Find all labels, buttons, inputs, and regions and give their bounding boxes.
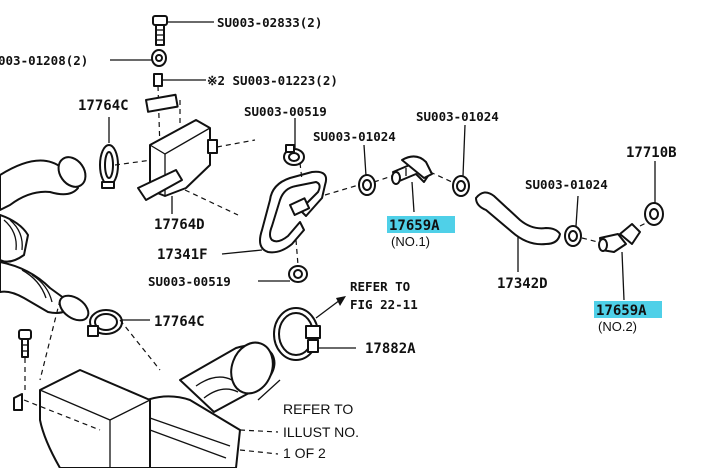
label-clamp-c: SU003-01024 [525, 177, 608, 192]
bracket-clamp-part [99, 144, 119, 189]
clamp-c-part [564, 225, 582, 247]
small-bolt-part [18, 329, 32, 358]
label-pcv-no2: 17659A [596, 303, 647, 319]
clip-upper-part [283, 144, 305, 166]
hose-17341f-part [259, 170, 328, 254]
label-pcv-no1: 17659A [389, 218, 440, 234]
insert-part [153, 73, 163, 87]
label-refer-fig-1: REFER TO [350, 279, 410, 294]
label-refer-illust-2: ILLUST NO. [283, 424, 359, 440]
clamp-b-part [452, 175, 470, 197]
label-refer-illust-3: 1 OF 2 [283, 445, 326, 461]
clamp-lower-part [87, 309, 123, 337]
label-bracket-clamp: 17764C [78, 98, 129, 114]
bolt-stack [110, 15, 214, 151]
label-bolt-top: SU003-02833(2) [217, 15, 322, 30]
label-valve: 17764D [154, 217, 205, 233]
grommet-part [151, 49, 167, 67]
highlight-pcv-no2 [594, 301, 662, 318]
label-clamp-b: SU003-01024 [416, 109, 499, 124]
label-refer-fig-2: FIG 22-11 [350, 297, 418, 312]
highlight-pcv-no1 [387, 216, 455, 233]
label-hose-1: 17341F [157, 247, 208, 263]
label-clip-lower: SU003-00519 [148, 274, 231, 289]
label-grommet: 003-01208(2) [0, 53, 88, 68]
hose-17342d-part [475, 191, 561, 246]
bolt-part [152, 15, 168, 46]
label-pcv-no1-sub: (NO.1) [391, 234, 430, 249]
clamp-a-part [358, 174, 376, 196]
pcv-valve-1-part [391, 155, 433, 185]
label-clip-upper: SU003-00519 [244, 104, 327, 119]
large-clamp-part [273, 307, 321, 361]
label-clamp-lower: 17764C [154, 314, 205, 330]
label-refer-illust-1: REFER TO [283, 401, 353, 417]
label-clamp-large: 17882A [365, 341, 416, 357]
label-cap: 17710B [626, 145, 677, 161]
valve-part [137, 93, 218, 201]
label-insert: ※2 SU003-01223(2) [207, 73, 338, 88]
clip-lower-part [288, 265, 308, 283]
label-hose-2: 17342D [497, 276, 548, 292]
cap-part [644, 202, 664, 226]
label-clamp-a: SU003-01024 [313, 129, 396, 144]
pcv-valve-2-part [598, 223, 641, 253]
label-pcv-no2-sub: (NO.2) [598, 319, 637, 334]
air-duct-part [0, 156, 90, 322]
air-cleaner-part [39, 341, 276, 468]
